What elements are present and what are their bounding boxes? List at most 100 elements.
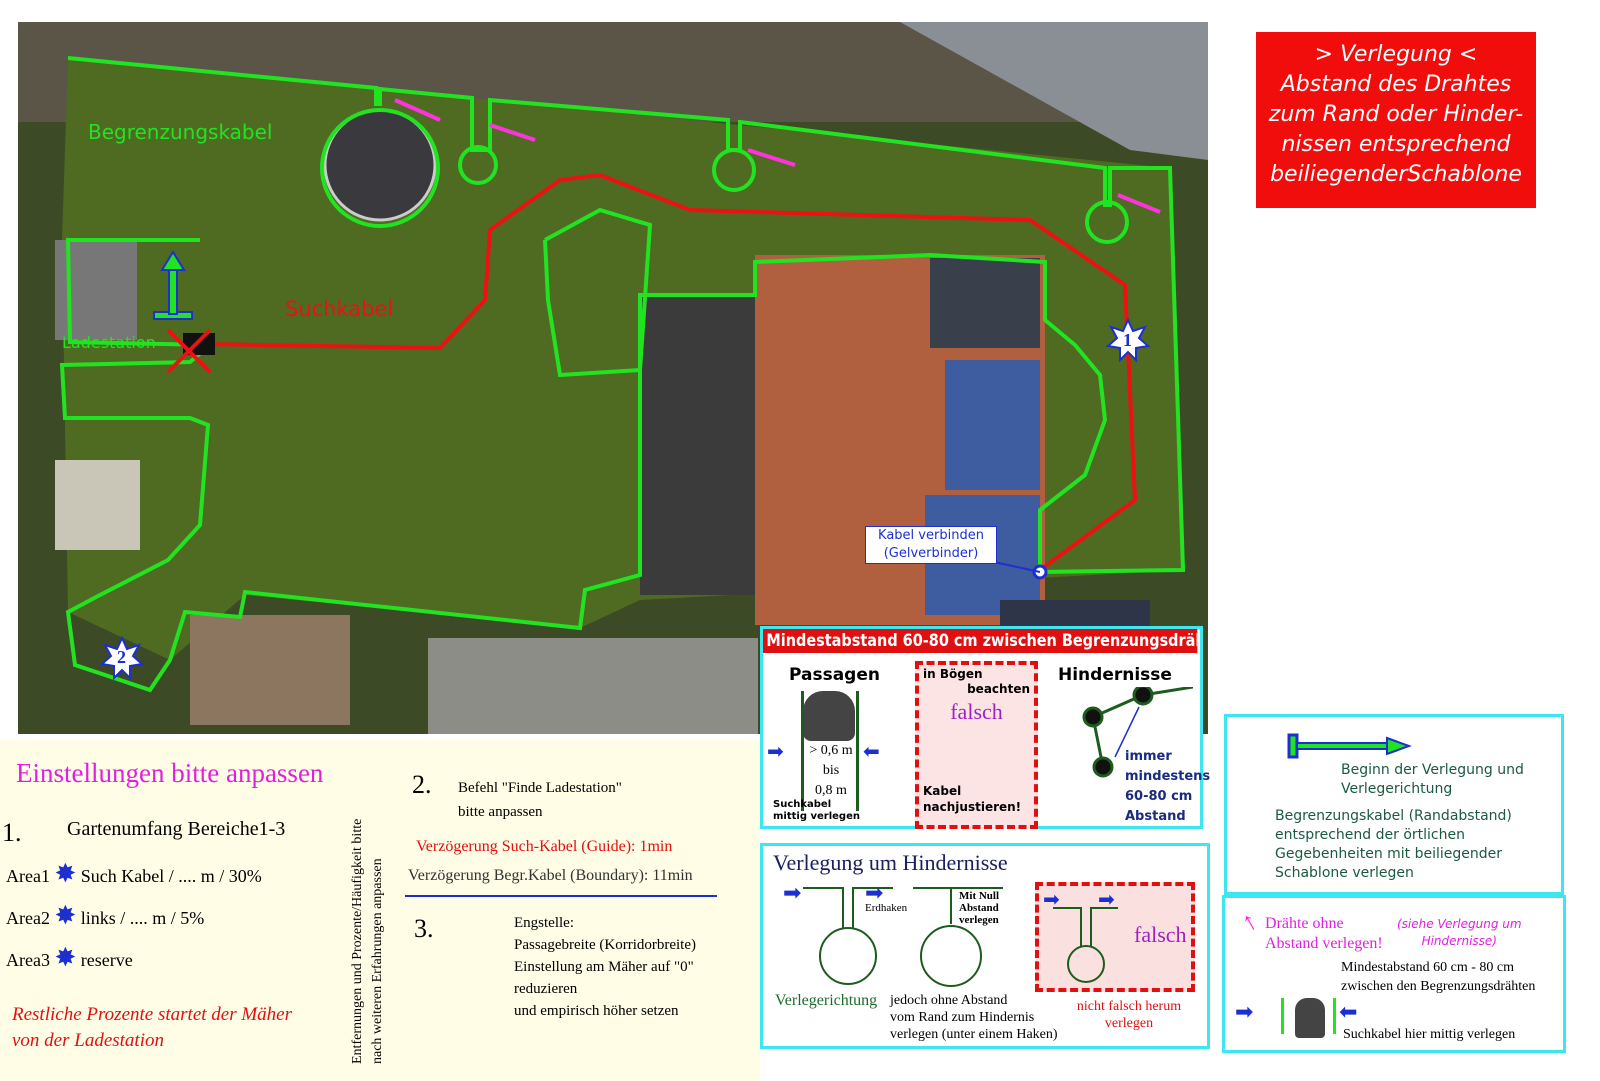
measure-line: 0,8 m [815, 783, 847, 798]
arrow-up-icon: ↑ [1236, 905, 1263, 938]
step-3-line: reduzieren [514, 981, 578, 997]
garden-aerial-photo [18, 22, 1208, 734]
legend-panel: Beginn der Verlegung und Verlegerichtung… [1224, 714, 1564, 895]
note-line: > Verlegung < [1314, 42, 1478, 67]
star-icon: ✸ [54, 859, 77, 888]
delay-guide: Verzögerung Such-Kabel (Guide): 1min [416, 838, 673, 855]
guide-wire [199, 172, 1138, 572]
boundary-wire [59, 56, 1186, 693]
wires-line: Abstand verlegen! [1265, 935, 1383, 952]
star-icon: ✸ [54, 943, 77, 972]
min-distance-note: Mindestabstand 60 cm - 80 cm zwischen de… [1341, 958, 1535, 996]
step-3-line: Einstellung am Mäher auf "0" [514, 959, 694, 975]
wrong-line: nicht falsch herum [1076, 999, 1182, 1014]
step-2-line: bitte anpassen [458, 804, 543, 820]
measure-line: > 0,6 m [809, 743, 853, 758]
obstacle-note-line: Abstand [1125, 809, 1186, 824]
connect-text-2: (Gelverbinder) [883, 546, 979, 561]
laying-note: > Verlegung < Abstand des Drahtes zum Ra… [1256, 32, 1536, 208]
garage-roof [190, 615, 350, 725]
note-line: mittig verlegen [773, 811, 860, 822]
connect-cable-callout: Kabel verbinden (Gelverbinder) [865, 526, 997, 564]
delay-boundary: Verzögerung Begr.Kabel (Boundary): 11min [408, 867, 693, 884]
curves-line: in Bögen [923, 667, 983, 681]
connect-text: Kabel verbinden [878, 528, 984, 543]
wires-note: Drähte ohne Abstand verlegen! [1265, 914, 1383, 954]
svg-text:➡: ➡ [1098, 889, 1115, 911]
passages-title: Passagen [789, 665, 880, 685]
rest-line: von der Ladestation [12, 1030, 164, 1051]
see-line: (siehe Verlegung um [1397, 917, 1522, 931]
step-2-line: Befehl "Finde Ladestation" [458, 780, 622, 796]
template-arrows [394, 98, 1161, 214]
without-line: verlegen (unter einem Haken) [890, 1027, 1058, 1042]
passage-legend-panel: ↑ Drähte ohne Abstand verlegen! (siehe V… [1222, 895, 1566, 1053]
label-charging-station: Ladestation [62, 333, 156, 352]
see-line: Hindernisse) [1421, 934, 1497, 948]
without-distance-note: jedoch ohne Abstand vom Rand zum Hindern… [890, 992, 1058, 1043]
area-text: Such Kabel / .... m / 30% [80, 866, 262, 886]
measure-line: bis [822, 763, 840, 778]
note-line: Abstand des Drahtes [1280, 72, 1512, 97]
step-1-number: 1. [2, 818, 22, 847]
without-line: vom Rand zum Hindernis [890, 1010, 1035, 1025]
legend-line: Beginn der Verlegung und [1341, 762, 1524, 778]
area-name: Area2 [6, 908, 50, 928]
legend-line: Gegebenheiten mit beiliegender [1275, 846, 1503, 862]
obstacle-laying-panel: Verlegung um Hindernisse ➡➡ Verlegericht… [760, 843, 1210, 1049]
note-line: zum Rand oder Hinder- [1268, 102, 1524, 127]
area-text: links / .... m / 5% [80, 908, 205, 928]
area1-marker: 1 [1123, 330, 1132, 350]
flat-roof [640, 295, 755, 595]
area-text: reserve [80, 950, 133, 970]
svg-text:➡: ➡ [865, 884, 883, 905]
wrong-label: falsch [1134, 922, 1187, 947]
ground-hooks-label: Erdhaken [865, 902, 908, 914]
min-line: zwischen den Begrenzungsdrähten [1341, 979, 1536, 994]
min-distance-header: Mindestabstand 60-80 cm zwischen Begrenz… [763, 629, 1197, 653]
wires-line: Drähte ohne [1265, 915, 1344, 932]
zero-line: Mit Null [959, 890, 1000, 902]
legend-line: Begrenzungskabel (Randabstand) [1275, 808, 1512, 824]
legend-boundary-text: Begrenzungskabel (Randabstand) entsprech… [1275, 807, 1512, 883]
area-list: Area1 ✸ 1Such Kabel / .... m / 30% Area2… [6, 855, 262, 981]
curves-note-line: nachjustieren! [923, 800, 1022, 814]
vertical-line: Entfernungen und Prozente/Häufigkeit bit… [350, 818, 365, 1064]
step-3-text: Engstelle: Passagebreite (Korridorbreite… [514, 912, 696, 1022]
step-2-text: Befehl "Finde Ladestation" bitte anpasse… [458, 776, 622, 824]
wrong-note: nicht falsch herum verlegen [1059, 998, 1199, 1032]
arrow-right-icon: ➡ [1235, 999, 1254, 1024]
obstacle-note-line: immer [1125, 749, 1172, 764]
wrong-line: verlegen [1104, 1016, 1154, 1031]
area2-star-icon [99, 635, 145, 681]
settings-title: Einstellungen bitte anpassen [16, 758, 324, 788]
solar-thermal-panels [930, 258, 1040, 348]
area-row: Area2 ✸ 2links / .... m / 5% [6, 897, 262, 939]
step-3-line: Engstelle: [514, 915, 574, 931]
step-1-title: Gartenumfang Bereiche1-3 [67, 818, 286, 840]
mower-icon [1295, 998, 1325, 1038]
zero-distance-label: Mit Null Abstand verlegen [959, 890, 999, 926]
guide-center-note: Suchkabel hier mittig verlegen [1343, 1027, 1516, 1042]
legend-start-text: Beginn der Verlegung und Verlegerichtung [1341, 761, 1524, 799]
svg-text:➡: ➡ [783, 884, 801, 905]
obstacle-note: immer mindestens 60-80 cm Abstand [1125, 747, 1210, 827]
rest-note: Restliche Prozente startet der Mäher von… [12, 1002, 292, 1054]
wrong-label: falsch [950, 699, 1003, 724]
area1-star-icon [1105, 317, 1151, 363]
obstacle-laying-diagram: ➡➡ [783, 884, 1003, 987]
passage-measure: > 0,6 m bis 0,8 m [805, 741, 857, 801]
label-boundary-wire: Begrenzungskabel [88, 120, 273, 144]
driveway-roof [428, 638, 758, 734]
settings-panel [0, 740, 760, 1081]
min-line: Mindestabstand 60 cm - 80 cm [1341, 960, 1515, 975]
mower-icon [803, 691, 855, 741]
star-icon: ✸ [54, 901, 77, 930]
arrow-left-icon: ➡ [1339, 999, 1358, 1024]
vertical-note: Entfernungen und Prozente/Häufigkeit bit… [348, 819, 388, 1064]
label-guide-wire: Suchkabel [285, 297, 394, 321]
start-arrow-icon [1287, 733, 1412, 759]
obstacle-diagram [1082, 687, 1193, 778]
zero-line: Abstand [959, 902, 999, 914]
